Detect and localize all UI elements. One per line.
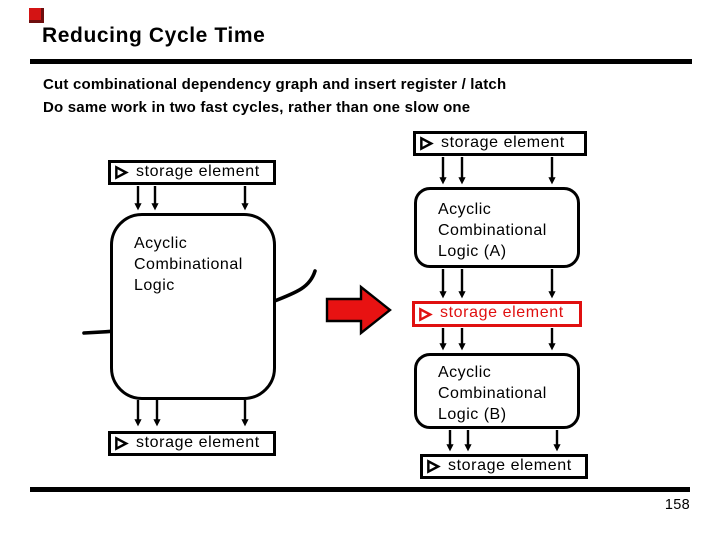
slide-title: Reducing Cycle Time [42, 24, 266, 47]
page-number: 158 [664, 497, 690, 513]
arrows-right-3 [439, 328, 556, 351]
logic-box-a: Acyclic Combinational Logic (A) [414, 187, 580, 268]
storage-element-label: storage element [441, 133, 565, 151]
clock-triangle-icon [115, 436, 129, 451]
clock-triangle-icon [115, 165, 129, 180]
logic-label-line: Logic (B) [438, 406, 507, 423]
clock-triangle-icon [427, 459, 441, 474]
logic-box-b: Acyclic Combinational Logic (B) [414, 353, 580, 429]
title-divider [30, 59, 692, 64]
clock-triangle-icon [420, 136, 434, 151]
logic-label-line: Acyclic [438, 201, 492, 218]
logic-label-line: Combinational [438, 222, 547, 239]
logic-label-line: Combinational [134, 256, 243, 273]
footer-divider [30, 487, 690, 492]
arrows-right-4 [446, 430, 561, 452]
arrows-left-bottom [134, 400, 249, 427]
arrows-right-2 [439, 269, 556, 299]
storage-element-box-right-top: storage element [413, 131, 587, 156]
storage-element-label: storage element [440, 304, 564, 321]
slide-corner-marker [29, 8, 44, 23]
body-text-line-2: Do same work in two fast cycles, rather … [43, 99, 471, 116]
storage-element-box-left-top: storage element [108, 160, 276, 185]
storage-element-label: storage element [448, 456, 572, 474]
logic-label-line: Logic [134, 277, 175, 294]
storage-element-box-left-bottom: storage element [108, 431, 276, 456]
storage-element-box-inserted: storage element [412, 301, 582, 327]
storage-element-label: storage element [136, 162, 260, 180]
transform-block-arrow [325, 284, 392, 336]
logic-label-line: Logic (A) [438, 243, 507, 260]
arrows-right-1 [439, 157, 556, 185]
storage-element-box-right-bottom: storage element [420, 454, 588, 479]
logic-label-line: Acyclic [438, 364, 492, 381]
body-text-line-1: Cut combinational dependency graph and i… [43, 76, 507, 93]
clock-triangle-icon [419, 306, 433, 322]
storage-element-label: storage element [136, 433, 260, 451]
logic-label-line: Acyclic [134, 235, 188, 252]
logic-box-left: Acyclic Combinational Logic [110, 213, 276, 400]
arrows-left-top [134, 186, 249, 211]
logic-label-line: Combinational [438, 385, 547, 402]
